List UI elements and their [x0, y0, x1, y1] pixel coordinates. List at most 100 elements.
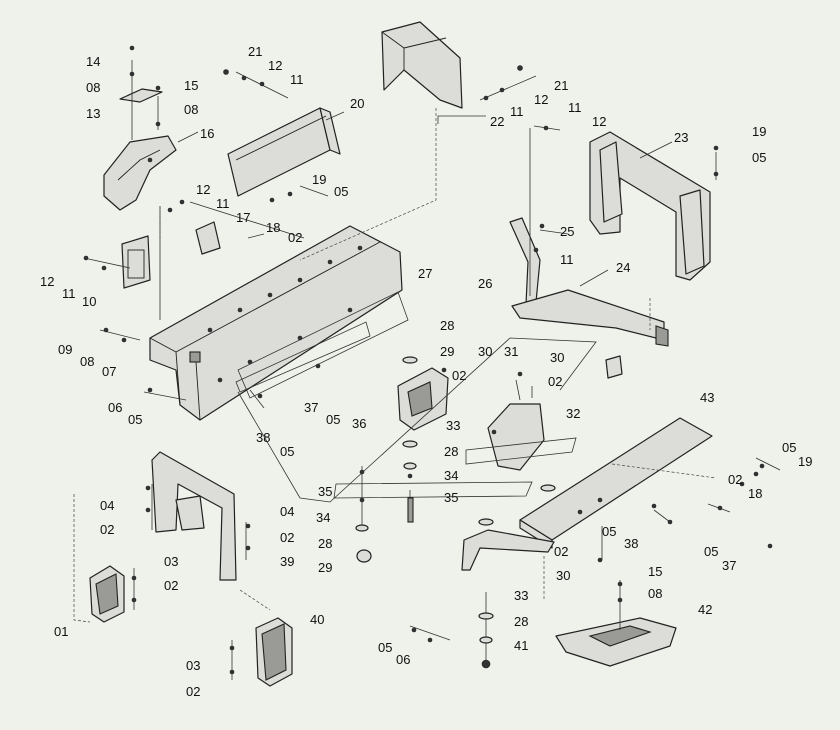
callout-label: 05: [378, 640, 392, 655]
part-main-frame-rail: [149, 225, 403, 421]
callout-label: 15: [184, 78, 198, 93]
part-bracket-17: [195, 221, 221, 255]
callout-label: 23: [674, 130, 688, 145]
callout-label: 06: [396, 652, 410, 667]
callout-label: 37: [304, 400, 318, 415]
callout-label: 26: [478, 276, 492, 291]
part-lower-frame-39: [151, 451, 237, 581]
callout-label: 05: [128, 412, 142, 427]
part-cover-22: [381, 21, 463, 109]
callout-label: 04: [100, 498, 114, 513]
part-plate-10: [121, 235, 151, 289]
callout-label: 20: [350, 96, 364, 111]
callout-label: 11: [290, 72, 304, 87]
callout-label: 12: [40, 274, 54, 289]
callout-label: 18: [266, 220, 280, 235]
callout-label: 08: [184, 102, 198, 117]
callout-label: 28: [318, 536, 332, 551]
callout-label: 25: [560, 224, 574, 239]
callout-label: 02: [554, 544, 568, 559]
callout-label: 05: [752, 150, 766, 165]
callout-label: 02: [100, 522, 114, 537]
callout-label: 09: [58, 342, 72, 357]
callout-label: 27: [418, 266, 432, 281]
part-shaft-24: [511, 289, 669, 379]
callout-label: 35: [318, 484, 332, 499]
callout-label: 34: [444, 468, 458, 483]
callout-label: 41: [514, 638, 528, 653]
callout-label: 03: [186, 658, 200, 673]
callout-label: 40: [310, 612, 324, 627]
callout-label: 05: [280, 444, 294, 459]
callout-label: 30: [556, 568, 570, 583]
callout-label: 38: [256, 430, 270, 445]
callout-label: 35: [444, 490, 458, 505]
part-step-42: [555, 617, 677, 667]
callout-label: 05: [782, 440, 796, 455]
callout-label: 12: [268, 58, 282, 73]
callout-label: 39: [280, 554, 294, 569]
callout-label: 18: [748, 486, 762, 501]
part-frame-23: [589, 131, 711, 281]
callout-label: 19: [312, 172, 326, 187]
callout-label: 14: [86, 54, 100, 69]
callout-label: 38: [624, 536, 638, 551]
callout-label: 01: [54, 624, 68, 639]
callout-label: 11: [510, 104, 524, 119]
part-link-38: [461, 529, 555, 571]
callout-label: 19: [798, 454, 812, 469]
callout-label: 31: [504, 344, 518, 359]
callout-label: 28: [440, 318, 454, 333]
callout-label: 05: [334, 184, 348, 199]
callout-label: 17: [236, 210, 250, 225]
callout-label: 33: [446, 418, 460, 433]
callout-label: 02: [164, 578, 178, 593]
callout-label: 08: [648, 586, 662, 601]
callout-label: 28: [444, 444, 458, 459]
callout-label: 02: [728, 472, 742, 487]
callout-label: 05: [704, 544, 718, 559]
callout-label: 32: [566, 406, 580, 421]
callout-label: 16: [200, 126, 214, 141]
callout-label: 43: [700, 390, 714, 405]
callout-label: 02: [452, 368, 466, 383]
callout-label: 05: [602, 524, 616, 539]
callout-label: 08: [86, 80, 100, 95]
callout-label: 29: [318, 560, 332, 575]
callout-label: 11: [216, 196, 230, 211]
part-bracket-16: [103, 135, 177, 211]
callout-label: 07: [102, 364, 116, 379]
callout-label: 12: [534, 92, 548, 107]
part-pedestal-36: [397, 356, 449, 470]
part-cover-box-20: [227, 107, 341, 197]
callout-label: 21: [248, 44, 262, 59]
callout-label: 03: [164, 554, 178, 569]
callout-label: 04: [280, 504, 294, 519]
callout-labels: 14 08 13 15 08 16 21 12 11 20 21 12 11 1…: [40, 44, 812, 699]
callout-label: 42: [698, 602, 712, 617]
callout-label: 24: [616, 260, 630, 275]
callout-label: 36: [352, 416, 366, 431]
callout-label: 11: [568, 100, 582, 115]
part-mount-01: [89, 565, 125, 623]
callout-label: 15: [648, 564, 662, 579]
part-cover-plate-13: [119, 88, 163, 103]
callout-label: 30: [478, 344, 492, 359]
callout-label: 10: [82, 294, 96, 309]
callout-label: 13: [86, 106, 100, 121]
guide-outlines: [235, 291, 597, 503]
callout-label: 02: [288, 230, 302, 245]
callout-label: 02: [186, 684, 200, 699]
callout-label: 12: [592, 114, 606, 129]
part-mount-40: [255, 617, 293, 687]
callout-label: 19: [752, 124, 766, 139]
callout-label: 11: [560, 252, 574, 267]
callout-label: 21: [554, 78, 568, 93]
part-bracket-32: [487, 403, 545, 471]
callout-label: 12: [196, 182, 210, 197]
callout-label: 02: [548, 374, 562, 389]
callout-label: 33: [514, 588, 528, 603]
leader-lines: [73, 60, 781, 680]
